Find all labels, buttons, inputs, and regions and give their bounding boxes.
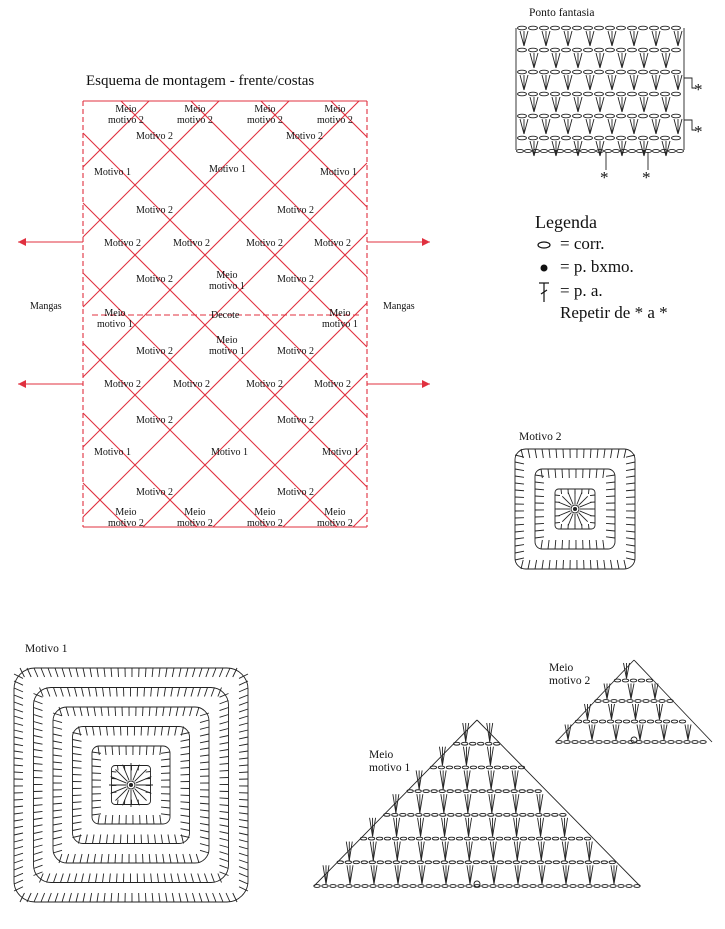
sleeves-label-right: Mangas bbox=[383, 301, 415, 312]
chart-meio-motivo-1 bbox=[313, 719, 641, 888]
repeat-mark-4: * bbox=[642, 168, 651, 187]
label-motivo-2-c5: Motivo 2 bbox=[314, 379, 351, 390]
label-motivo-2-c3: Motivo 2 bbox=[173, 379, 210, 390]
motivo-1-title: Motivo 1 bbox=[25, 643, 68, 655]
legend-repeat-note: Repetir de * a * bbox=[560, 303, 668, 322]
legend-dc-text: = p. a. bbox=[560, 281, 603, 300]
meio-motivo-2-title: Meio motivo 2 bbox=[549, 662, 591, 687]
chart-motivo-2 bbox=[514, 448, 636, 570]
assembly-title: Esquema de montagem - frente/costas bbox=[86, 73, 315, 89]
motivo-2-title: Motivo 2 bbox=[519, 431, 562, 443]
slip-stitch-icon bbox=[540, 264, 548, 272]
label-motivo-1-b0: Motivo 1 bbox=[94, 447, 131, 458]
sleeves-label-left: Mangas bbox=[30, 301, 62, 312]
neckline-label: Decote bbox=[211, 310, 240, 321]
label-motivo-2-b7: Motivo 2 bbox=[277, 274, 314, 285]
label-motivo-2-b3: Motivo 2 bbox=[173, 238, 210, 249]
label-motivo-2-b0: Motivo 2 bbox=[136, 205, 173, 216]
chart-motivo-1 bbox=[13, 667, 249, 903]
label-motivo-2-c7: Motivo 2 bbox=[277, 415, 314, 426]
fantasy-stitch-rows bbox=[515, 25, 696, 170]
label-motivo-2-b6: Motivo 2 bbox=[136, 274, 173, 285]
fantasy-stitch-title: Ponto fantasia bbox=[529, 7, 595, 19]
chain-stitch-icon bbox=[537, 241, 551, 249]
label-motivo-2-c6: Motivo 2 bbox=[136, 415, 173, 426]
label-motivo-2-b2: Motivo 2 bbox=[104, 238, 141, 249]
chart-meio-motivo-2 bbox=[555, 659, 713, 744]
legend-title: Legenda bbox=[535, 212, 597, 232]
legend-chain-text: = corr. bbox=[560, 234, 605, 253]
label-motivo-2-b5: Motivo 2 bbox=[314, 238, 351, 249]
label-motivo-2-c1: Motivo 2 bbox=[277, 346, 314, 357]
label-motivo-2-d1: Motivo 2 bbox=[277, 487, 314, 498]
meio-motivo-1-title: Meio motivo 1 bbox=[369, 749, 411, 774]
repeat-mark-2: * bbox=[694, 122, 703, 141]
label-motivo-2-c2: Motivo 2 bbox=[104, 379, 141, 390]
legend-slip-text: = p. bxmo. bbox=[560, 257, 634, 276]
assembly-lines bbox=[82, 100, 368, 528]
label-motivo-2-a1: Motivo 2 bbox=[286, 131, 323, 142]
label-motivo-1-a0: Motivo 1 bbox=[94, 167, 131, 178]
label-motivo-1-b2: Motivo 1 bbox=[322, 447, 359, 458]
repeat-mark-1: * bbox=[694, 80, 703, 99]
label-motivo-2-d0: Motivo 2 bbox=[136, 487, 173, 498]
label-motivo-2-a0: Motivo 2 bbox=[136, 131, 173, 142]
repeat-mark-3: * bbox=[600, 168, 609, 187]
label-motivo-2-c4: Motivo 2 bbox=[246, 379, 283, 390]
label-motivo-2-b4: Motivo 2 bbox=[246, 238, 283, 249]
label-motivo-1-b1: Motivo 1 bbox=[211, 447, 248, 458]
label-motivo-2-b1: Motivo 2 bbox=[277, 205, 314, 216]
label-motivo-1-a2: Motivo 1 bbox=[320, 167, 357, 178]
label-motivo-1-a1: Motivo 1 bbox=[209, 164, 246, 175]
label-motivo-2-c0: Motivo 2 bbox=[136, 346, 173, 357]
double-crochet-icon bbox=[539, 282, 549, 302]
